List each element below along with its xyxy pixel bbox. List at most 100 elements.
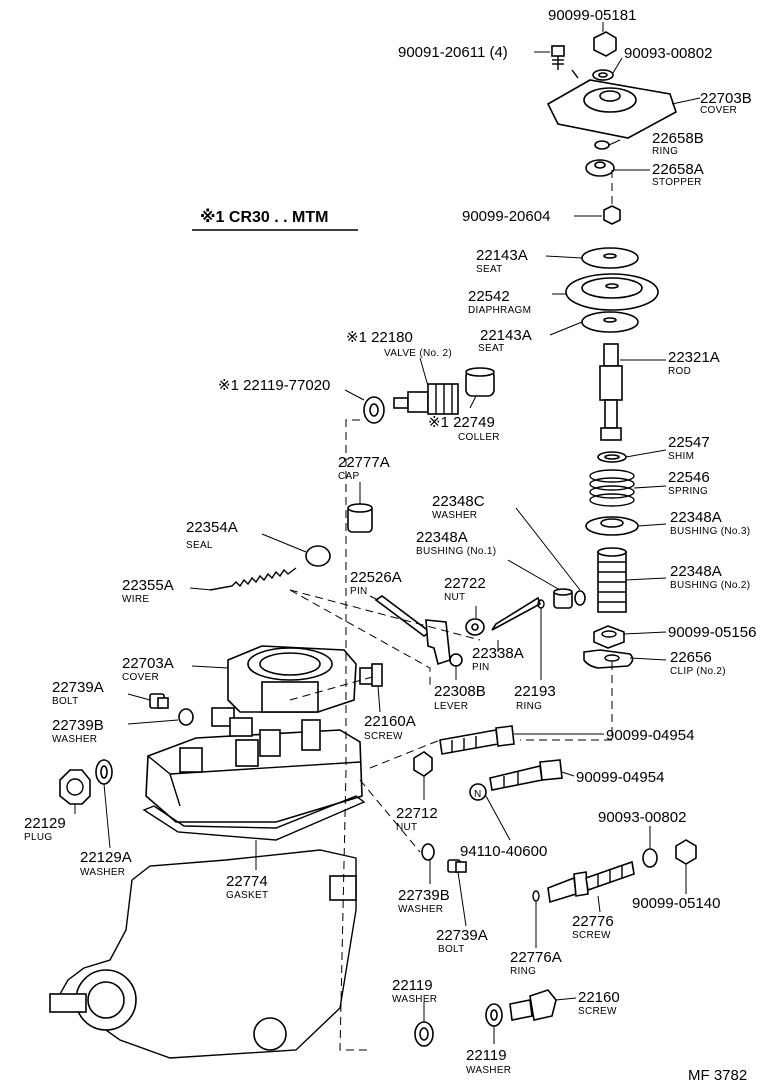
callout-22354a: 22354A SEAL [186,519,238,551]
nut-22712 [413,751,433,777]
pin-22338a [491,596,541,631]
svg-text:90099-05156: 90099-05156 [668,624,756,641]
callout-22712: 22712 NUT [396,805,438,833]
svg-text:WIRE: WIRE [122,594,149,605]
svg-text:※1 22119-77020: ※1 22119-77020 [218,377,330,394]
cap-22777a [347,503,373,533]
callout-22338a: 22338A PIN [472,645,524,673]
svg-text:90093-00802: 90093-00802 [624,45,712,62]
svg-text:COLLER: COLLER [458,432,500,443]
nut-22722 [465,618,485,636]
callout-22348a-no3: 22348A BUSHING (No.3) [670,509,750,537]
small-bolt [551,45,565,70]
bushing-no3 [585,516,639,536]
valve-22180 [393,383,459,415]
callout-22119-77020: ※1 22119-77020 [218,377,330,394]
callout-22547: 22547 SHIM [668,434,710,462]
callout-22180: ※1 22180 VALVE (No. 2) [346,329,452,359]
callout-22129a: 22129A WASHER [80,849,132,878]
callout-22776: 22776 SCREW [572,913,614,941]
svg-text:22546: 22546 [668,469,710,486]
bolt-04954-lower [489,759,563,791]
callout-22703a: 22703A COVER [122,655,174,683]
leader-lines [74,22,701,1044]
svg-text:22547: 22547 [668,434,710,451]
svg-text:WASHER: WASHER [52,734,97,745]
seal-22354a [305,545,331,567]
svg-text:22143A: 22143A [476,247,528,264]
coller-22749 [465,367,495,397]
top-washer [592,69,614,81]
svg-text:22722: 22722 [444,575,486,592]
svg-text:※1 22749: ※1 22749 [428,414,495,431]
svg-text:SEAT: SEAT [476,264,503,275]
svg-text:22703A: 22703A [122,655,174,672]
svg-text:PIN: PIN [350,586,368,597]
svg-text:NUT: NUT [396,822,417,833]
callout-22526a: 22526A PIN [350,569,402,597]
ring-22658b [594,140,610,150]
svg-text:N: N [474,789,481,800]
pump-body [49,849,357,1059]
ring-22776a [532,890,540,902]
svg-text:22308B: 22308B [434,683,486,700]
callout-22308b: 22308B LEVER [434,683,486,712]
svg-text:SPRING: SPRING [668,486,708,497]
callout-22658a: 22658A STOPPER [652,161,704,188]
seat-upper [581,247,639,269]
svg-text:22160: 22160 [578,989,620,1006]
callout-22542: 22542 DIAPHRAGM [468,288,531,316]
callout-90099-04954-upper: 90099-04954 [606,727,694,744]
svg-text:SCREW: SCREW [572,930,611,941]
svg-text:DIAPHRAGM: DIAPHRAGM [468,305,531,316]
spring-22546 [589,469,635,507]
svg-text:22656: 22656 [670,649,712,666]
svg-text:22739A: 22739A [52,679,104,696]
callout-22355a: 22355A WIRE [122,577,174,605]
svg-text:STOPPER: STOPPER [652,177,702,188]
svg-text:RING: RING [510,966,536,977]
housing-body [145,707,363,823]
svg-text:CLIP (No.2): CLIP (No.2) [670,666,726,677]
svg-text:90099-04954: 90099-04954 [606,727,694,744]
callout-22749: ※1 22749 COLLER [428,414,500,443]
bolt-04954-upper [439,725,515,755]
nut-05156 [593,625,625,649]
svg-text:ROD: ROD [668,366,691,377]
callout-22658b: 22658B RING [652,130,704,157]
callout-22129: 22129 PLUG [24,815,66,843]
svg-text:22119: 22119 [392,977,433,994]
callout-22776a: 22776A RING [510,949,562,977]
callout-90099-20604: 90099-20604 [462,208,550,225]
callout-22739a-right: 22739A BOLT [436,927,488,955]
svg-text:SHIM: SHIM [668,451,694,462]
seat-lower [581,311,639,333]
svg-text:22355A: 22355A [122,577,174,594]
callout-22774: 22774 GASKET [226,873,268,901]
svg-text:GASKET: GASKET [226,890,268,901]
callout-22739b-right: 22739B WASHER [398,887,450,915]
svg-text:22160A: 22160A [364,713,416,730]
svg-text:22338A: 22338A [472,645,524,662]
svg-text:SEAL: SEAL [186,540,213,551]
washer-22119-lower [485,1003,503,1027]
svg-text:22658B: 22658B [652,130,704,147]
bolt-22739a-left [149,693,169,709]
callout-22143a-lower: 22143A SEAT [478,327,532,354]
callout-90099-05181: 90099-05181 [548,7,636,24]
stopper-22658a [585,159,615,177]
svg-text:22348A: 22348A [416,529,468,546]
washer-22348c [574,590,586,606]
svg-text:22777A: 22777A [338,454,390,471]
svg-text:90099-05140: 90099-05140 [632,895,720,912]
svg-text:22739A: 22739A [436,927,488,944]
svg-text:22129A: 22129A [80,849,132,866]
callout-90099-05140: 90099-05140 [632,895,720,912]
cover-22703b [546,69,677,139]
washer-22739b-right [421,843,435,861]
svg-text:COVER: COVER [122,672,159,683]
bolt-22739a-right [447,859,467,873]
callout-22143a-upper: 22143A SEAT [476,247,528,275]
shim [597,451,627,463]
